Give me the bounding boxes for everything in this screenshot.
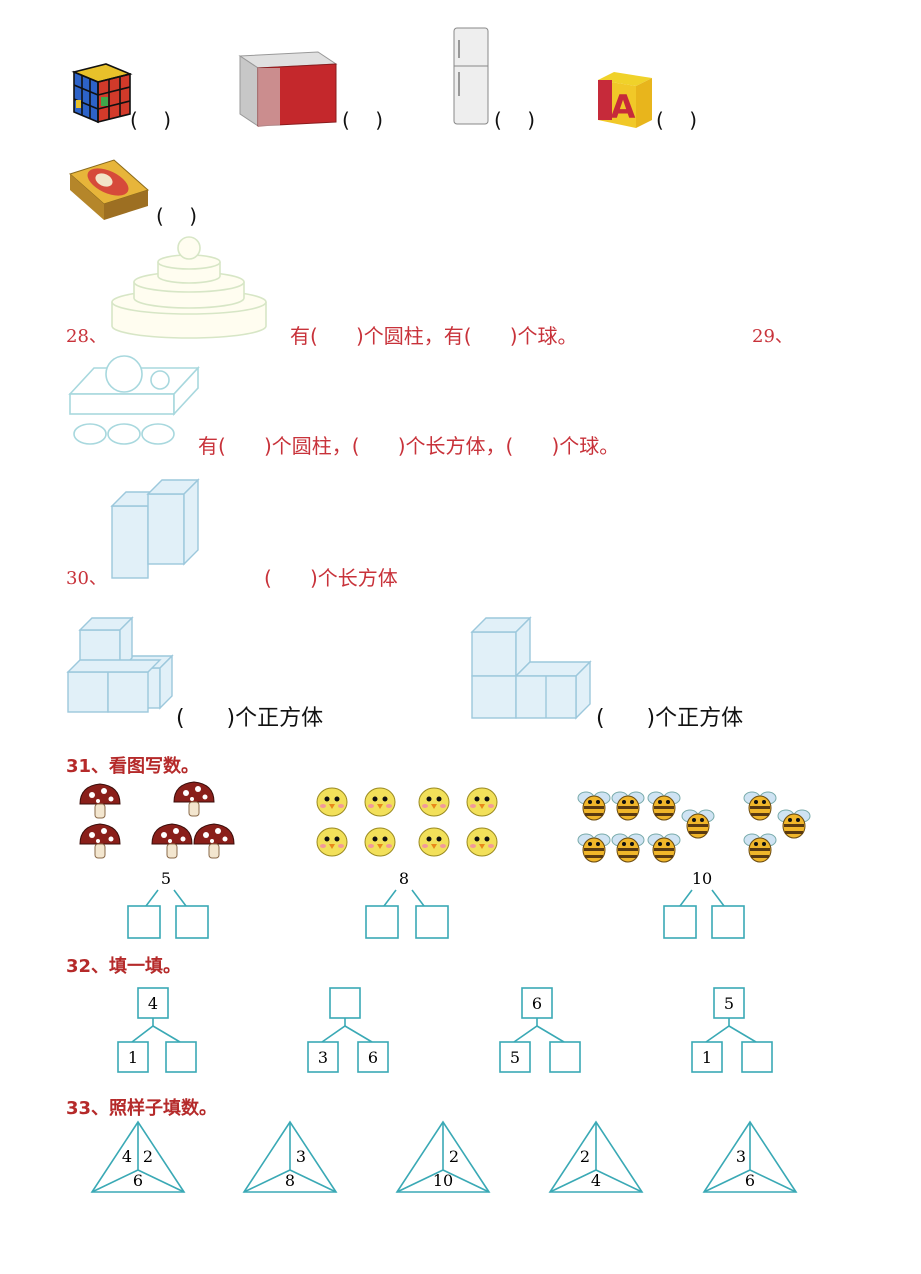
number-tree-3: 6 5 (499, 987, 581, 1073)
q31-split-diagrams: 5 8 10 (127, 869, 745, 939)
q28-prompt: 有( )个圆柱，有( )个球。 (290, 324, 578, 348)
q32-title: 32、填一填。 (66, 956, 182, 977)
red-box-icon (238, 51, 338, 127)
number-tree-1: 4 1 (117, 987, 197, 1073)
tank-figure (68, 355, 200, 445)
svg-text:6: 6 (745, 1171, 755, 1190)
svg-text:3: 3 (296, 1147, 306, 1166)
answer-paren-4[interactable]: ( ) (656, 108, 698, 132)
cube-count-b: ( )个正方体 (596, 706, 744, 731)
q31-answer-box[interactable] (175, 905, 209, 939)
question-number-30: 30、 (66, 568, 107, 589)
q33-title: 33、照样子填数。 (66, 1098, 218, 1119)
svg-text:2: 2 (143, 1147, 153, 1166)
triangle-4: 2 4 (548, 1120, 644, 1193)
gift-box-icon (69, 159, 149, 220)
q31-answer-box[interactable] (415, 905, 449, 939)
q33-triangles: 4 2 6 3 8 2 10 2 4 3 6 (90, 1120, 798, 1193)
q32-number-trees: 4 1 3 6 6 5 5 1 (117, 987, 773, 1073)
number-tree-2: 3 6 (307, 987, 389, 1073)
q31-total-2: 8 (399, 869, 409, 888)
svg-text:2: 2 (580, 1147, 590, 1166)
q30-prompt: ( )个长方体 (264, 566, 398, 590)
svg-text:5: 5 (510, 1048, 520, 1067)
svg-text:4: 4 (122, 1147, 132, 1166)
chick-group-icon (316, 787, 498, 857)
svg-text:3: 3 (736, 1147, 746, 1166)
letter-block-icon: A (598, 72, 652, 128)
number-tree-4: 5 1 (691, 987, 773, 1073)
cube-count-a: ( )个正方体 (176, 706, 324, 731)
q29-prompt: 有( )个圆柱，( )个长方体，( )个球。 (198, 434, 620, 458)
svg-text:A: A (611, 88, 636, 126)
mushroom-group-icon (79, 781, 235, 859)
q31-total-1: 5 (161, 869, 171, 888)
answer-paren-1[interactable]: ( ) (130, 108, 172, 132)
cuboid-stack-figure (110, 478, 200, 579)
q31-answer-box[interactable] (663, 905, 697, 939)
answer-paren-2[interactable]: ( ) (342, 108, 384, 132)
cube-group-b-figure (470, 616, 592, 720)
svg-text:4: 4 (148, 994, 158, 1013)
triangle-2: 3 8 (242, 1120, 338, 1193)
answer-paren-3[interactable]: ( ) (494, 108, 536, 132)
svg-text:6: 6 (368, 1048, 378, 1067)
cylinder-cake-figure (111, 236, 267, 339)
q31-answer-box[interactable] (711, 905, 745, 939)
cube-group-a-figure (66, 616, 174, 713)
question-number-29: 29、 (752, 326, 793, 347)
svg-text:10: 10 (433, 1171, 453, 1190)
q31-title: 31、看图写数。 (66, 756, 200, 777)
svg-text:3: 3 (318, 1048, 328, 1067)
q31-answer-box[interactable] (365, 905, 399, 939)
rubiks-cube-icon (71, 63, 133, 124)
q31-total-3: 10 (692, 869, 712, 888)
svg-text:8: 8 (285, 1171, 295, 1190)
triangle-5: 3 6 (702, 1120, 798, 1193)
svg-text:5: 5 (724, 994, 734, 1013)
question-number-28: 28、 (66, 326, 107, 347)
svg-text:1: 1 (702, 1048, 712, 1067)
svg-text:4: 4 (591, 1171, 601, 1190)
svg-text:6: 6 (532, 994, 542, 1013)
bee-group-icon (577, 791, 811, 863)
triangle-1: 4 2 6 (90, 1120, 186, 1193)
svg-text:2: 2 (449, 1147, 459, 1166)
refrigerator-icon (453, 27, 489, 125)
answer-paren-5[interactable]: ( ) (156, 204, 198, 228)
q31-answer-box[interactable] (127, 905, 161, 939)
svg-text:6: 6 (133, 1171, 143, 1190)
triangle-3: 2 10 (395, 1120, 491, 1193)
svg-text:1: 1 (128, 1048, 138, 1067)
